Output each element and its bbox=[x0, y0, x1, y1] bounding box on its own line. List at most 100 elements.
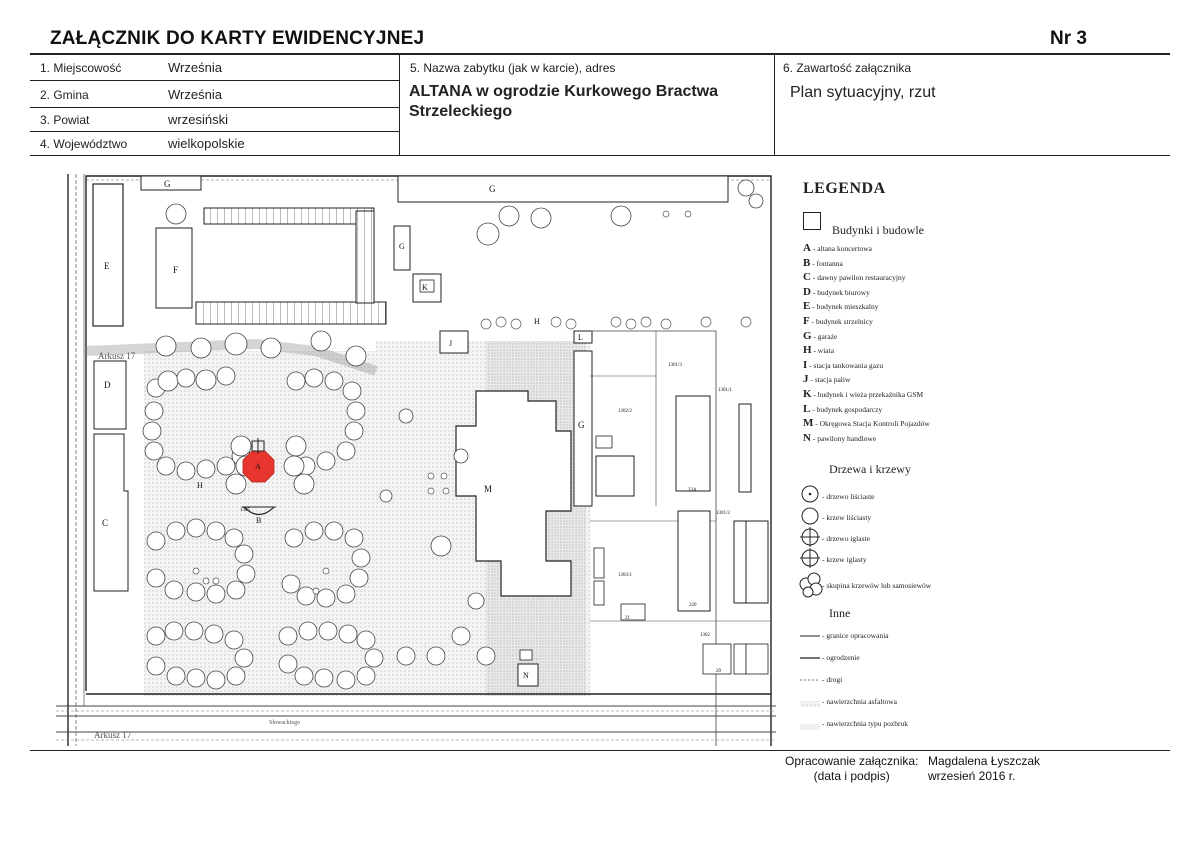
map-label-K: K bbox=[422, 283, 428, 292]
attachment-number: Nr 3 bbox=[1050, 28, 1087, 49]
legend-item-key: K bbox=[803, 388, 812, 400]
map-label-F: F bbox=[173, 265, 178, 275]
field-powiat-value: wrzesiński bbox=[168, 112, 228, 127]
legend-item-text: - stacja paliw bbox=[808, 375, 851, 385]
page-title: ZAŁĄCZNIK DO KARTY EWIDENCYJNEJ bbox=[50, 28, 425, 49]
legend-item-d: D - budynek biurowy bbox=[803, 286, 870, 298]
legend-item-key: E bbox=[803, 300, 811, 313]
building-M bbox=[455, 390, 572, 597]
prepared-by-label-line1: Opracowanie załącznika: bbox=[785, 754, 919, 768]
garage-row-top bbox=[203, 207, 375, 225]
legend-item-text: - pawilony handlowe bbox=[810, 433, 877, 443]
garage-G-small bbox=[393, 225, 411, 271]
site-plan-map: A B C D E F G G G G H H K J L M N Arkusz… bbox=[56, 166, 776, 750]
prepared-by-value: Magdalena Łyszczak wrzesień 2016 r. bbox=[928, 754, 1040, 784]
field-gmina-value: Września bbox=[168, 87, 222, 102]
building-right-b bbox=[733, 520, 747, 604]
map-label-G3: G bbox=[399, 242, 405, 251]
field-gmina-label: 2. Gmina bbox=[40, 88, 89, 102]
monument-name-line2: Strzeleckiego bbox=[409, 103, 513, 120]
legend-tree-item: - drzewo iglaste bbox=[822, 534, 870, 543]
map-label-G1: G bbox=[164, 179, 171, 189]
legend-item-key: G bbox=[803, 329, 812, 342]
legend-item-f: F - budynek strzelnicy bbox=[803, 315, 873, 327]
legend-item-k: K - budynek i wieża przekaźnika GSM bbox=[803, 388, 923, 400]
map-label-1303-1: 1303/1 bbox=[618, 573, 632, 578]
building-m2-bottom bbox=[702, 643, 732, 675]
legend-item-j: J - stacja paliw bbox=[803, 373, 850, 385]
legend-other-item: - drogi bbox=[822, 675, 843, 684]
map-label-33a: 33A bbox=[688, 488, 697, 493]
legend-item-text: - budynek i wieża przekaźnika GSM bbox=[811, 390, 924, 399]
legend-item-key: I bbox=[803, 358, 808, 371]
map-label-J: J bbox=[449, 339, 452, 348]
legend-item-b: B - fontanna bbox=[803, 257, 843, 269]
monument-name-line1: ALTANA w ogrodzie Kurkowego Bractwa bbox=[409, 83, 719, 100]
legend-item-i: I - stacja tankowania gazu bbox=[803, 359, 883, 371]
garage-G-topleft bbox=[140, 175, 202, 191]
field-miejscowosc-label: 1. Miejscowość bbox=[40, 61, 122, 75]
legend-item-text: - wiata bbox=[811, 346, 835, 356]
legend-item-key: J bbox=[803, 373, 809, 386]
legend-buildings-header: Budynki i budowle bbox=[832, 223, 924, 237]
building-L bbox=[573, 330, 593, 344]
building-symbol-icon bbox=[803, 212, 821, 230]
legend-panel: LEGENDA Budynki i budowle A - altana kon… bbox=[776, 166, 976, 750]
map-label-1305: 1305 bbox=[240, 508, 251, 513]
legend-item-g: G - garaże bbox=[803, 330, 837, 342]
legend-item-m: M - Okręgowa Stacja Kontroli Pojazdów bbox=[803, 417, 930, 429]
garage-G-top bbox=[397, 175, 729, 203]
rule-top bbox=[30, 53, 1170, 55]
legend-item-key: L bbox=[803, 402, 811, 415]
field-wojewodztwo-label: 4. Województwo bbox=[40, 137, 128, 151]
legend-item-key: D bbox=[803, 285, 811, 298]
building-E bbox=[92, 183, 124, 327]
rule-row2 bbox=[30, 107, 400, 108]
field-powiat-label: 3. Powiat bbox=[40, 113, 90, 127]
legend-item-key: A bbox=[803, 242, 811, 254]
legend-item-key: F bbox=[803, 315, 810, 327]
garage-row-bottom bbox=[195, 301, 387, 325]
map-label-H1: H bbox=[197, 481, 203, 490]
legend-item-e: E - budynek mieszkalny bbox=[803, 300, 878, 312]
building-I-3 bbox=[593, 580, 605, 606]
building-21 bbox=[620, 603, 646, 621]
legend-item-text: - stacja tankowania gazu bbox=[807, 360, 884, 370]
fountain-B bbox=[243, 506, 275, 516]
building-m2 bbox=[595, 455, 635, 497]
legend-item-text: - dawny pawilon restauracyjny bbox=[810, 273, 906, 283]
building-bottom-right-2 bbox=[745, 643, 769, 675]
map-label-G4: G bbox=[578, 420, 585, 430]
legend-item-text: - budynek strzelnicy bbox=[809, 317, 873, 326]
legend-item-text: - garaże bbox=[811, 331, 838, 341]
legend-other-item: - granice opracowania bbox=[822, 631, 889, 640]
legend-item-l: L - budynek gospodarczy bbox=[803, 403, 882, 415]
map-label-C: C bbox=[102, 518, 108, 528]
legend-item-key: M bbox=[803, 417, 814, 430]
map-label-1301-3: 1301/3 bbox=[668, 363, 682, 368]
legend-tree-item: - krzew liściasty bbox=[822, 513, 872, 522]
author-name: Magdalena Łyszczak bbox=[928, 754, 1041, 768]
legend-other-item: - nawierzchnia asfaltowa bbox=[822, 697, 897, 706]
rule-col1 bbox=[399, 54, 400, 155]
building-220 bbox=[677, 510, 711, 612]
legend-tree-item: - krzew iglasty bbox=[822, 555, 867, 564]
map-label-21: 21 bbox=[625, 616, 631, 621]
legend-item-text: - fontanna bbox=[810, 258, 843, 268]
building-right-c bbox=[745, 520, 769, 604]
map-label-L: L bbox=[578, 333, 583, 342]
map-label-1301-1: 1301/1 bbox=[718, 388, 732, 393]
legend-other-item: - nawierzchnia typu pozbruk bbox=[822, 719, 909, 728]
legend-item-key: C bbox=[803, 271, 811, 284]
building-right-a bbox=[738, 403, 752, 493]
map-label-B: B bbox=[256, 516, 261, 525]
legend-item-text: - budynek biurowy bbox=[810, 287, 870, 297]
legend-item-key: B bbox=[803, 256, 811, 269]
map-label-E: E bbox=[104, 261, 110, 271]
rule-row1 bbox=[30, 80, 400, 81]
building-N bbox=[517, 663, 539, 687]
map-label-arkusz-top: Arkusz 17 bbox=[98, 351, 136, 361]
legend-other-header: Inne bbox=[829, 606, 851, 620]
map-label-street: Słowackiego bbox=[269, 720, 300, 726]
building-F bbox=[155, 227, 193, 309]
